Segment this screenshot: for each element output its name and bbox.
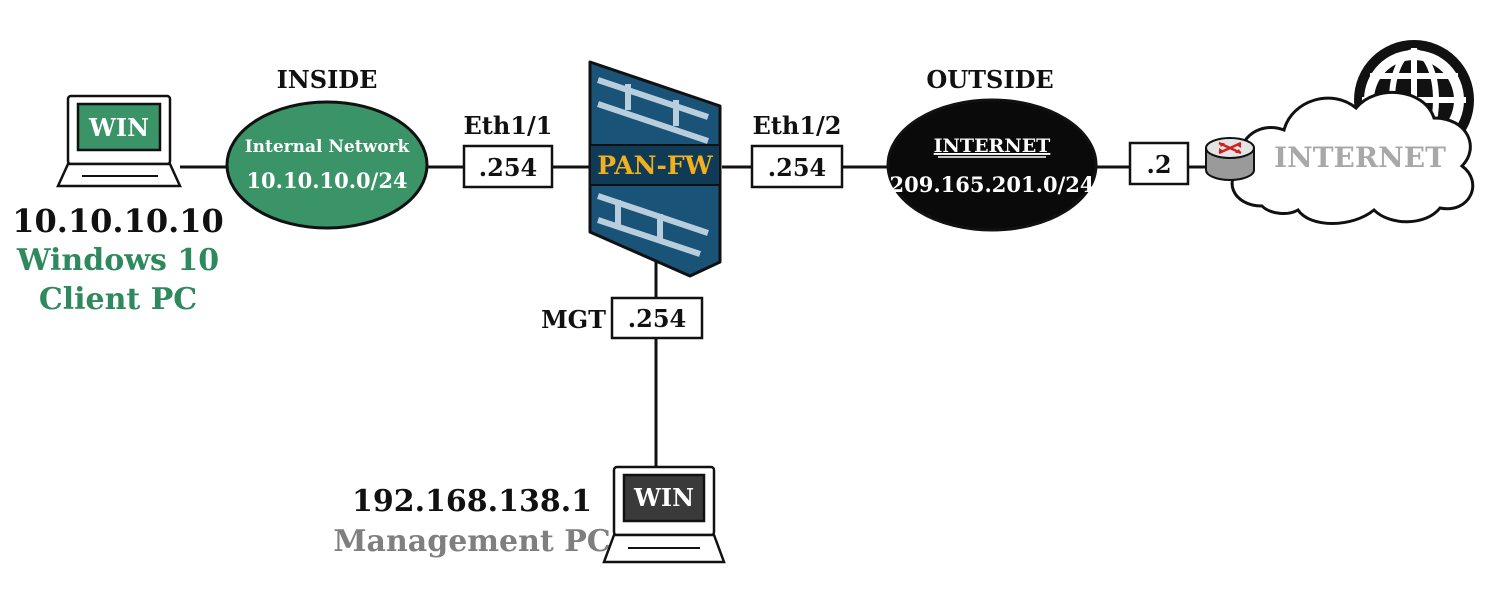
firewall-name: PAN-FW <box>597 151 713 180</box>
inside-zone-label: INSIDE <box>277 65 378 94</box>
outside-network-subnet: 209.165.201.0/24 <box>890 172 1095 197</box>
client-ip: 10.10.10.10 <box>12 202 224 240</box>
management-role-label: Management PC <box>333 524 610 559</box>
eth2-ip: .254 <box>768 153 826 182</box>
management-laptop-icon <box>602 465 726 564</box>
client-screen-text: WIN <box>88 113 149 142</box>
mgt-ip: .254 <box>628 304 686 333</box>
router-ip: .2 <box>1146 150 1171 179</box>
eth1-ip: .254 <box>479 153 537 182</box>
outside-network-ellipse <box>886 98 1098 232</box>
mgt-ip-box <box>610 296 704 340</box>
client-os-label: Windows 10 <box>16 243 219 278</box>
client-role-label: Client PC <box>39 282 197 317</box>
router-ip-box <box>1128 141 1190 186</box>
router-icon <box>1205 137 1255 181</box>
eth2-ip-box <box>750 144 844 189</box>
inside-network-name: Internal Network <box>245 137 411 157</box>
outside-zone-label: OUTSIDE <box>926 65 1053 94</box>
links <box>180 165 1208 468</box>
management-screen-text: WIN <box>633 483 694 512</box>
eth1-ip-box <box>462 144 554 189</box>
outside-network-name: INTERNET <box>934 135 1051 157</box>
firewall-icon <box>588 60 722 278</box>
eth2-label: Eth1/2 <box>753 111 842 140</box>
inside-network-subnet: 10.10.10.0/24 <box>246 168 407 193</box>
mgt-label: MGT <box>541 305 606 334</box>
inside-network-ellipse <box>225 100 429 230</box>
eth1-label: Eth1/1 <box>464 111 553 140</box>
management-ip: 192.168.138.1 <box>352 484 592 519</box>
internet-cloud-icon <box>1230 90 1475 225</box>
client-laptop-icon <box>56 94 182 188</box>
internet-cloud-label: INTERNET <box>1274 141 1446 174</box>
